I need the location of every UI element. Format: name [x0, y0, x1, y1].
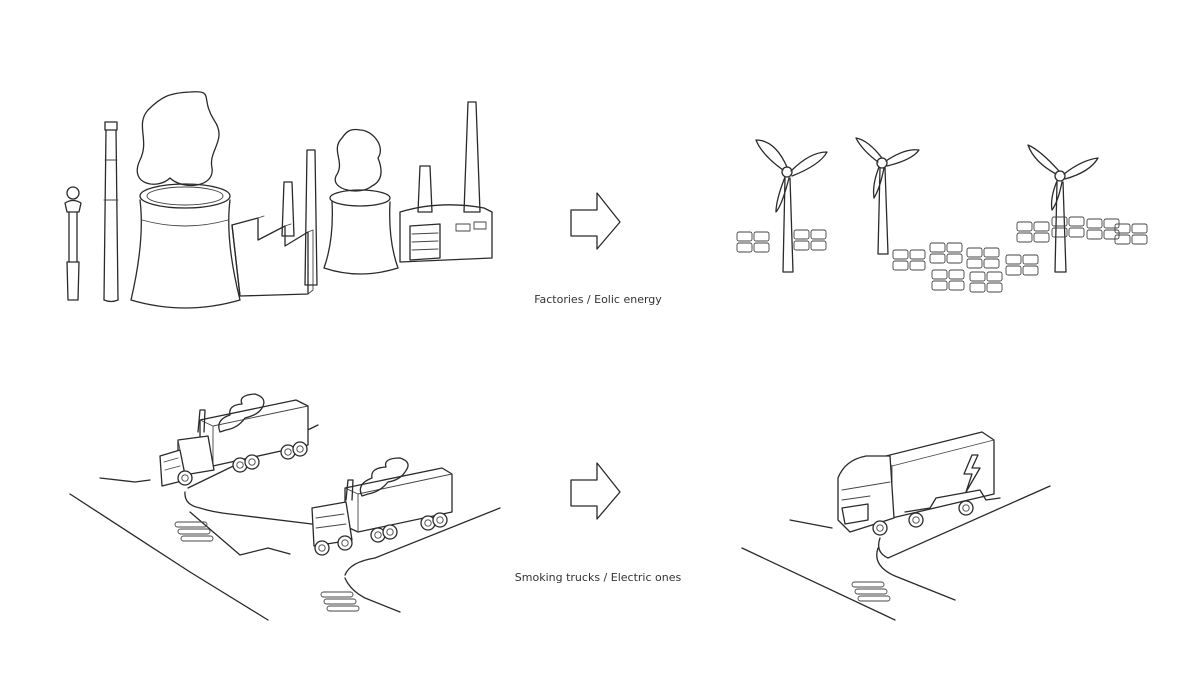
small-chimney: [65, 187, 81, 300]
tall-chimney: [104, 122, 118, 302]
smoking-truck-illustration: [160, 394, 452, 556]
factory-illustration: [65, 92, 492, 308]
road-right: [742, 486, 1050, 620]
arrow-right-icon: [571, 193, 620, 249]
cooling-tower: [131, 92, 240, 308]
arrow-right-icon-2: [571, 463, 620, 519]
hangar-building: [400, 205, 492, 262]
solar-panel-illustration: [736, 216, 1148, 293]
sawtooth-factory: [232, 216, 313, 296]
caption-factories-eolic: Factories / Eolic energy: [534, 293, 662, 306]
wind-turbine-illustration: [756, 138, 1098, 272]
lightning-bolt-icon: [964, 455, 980, 492]
electric-truck-illustration: [838, 432, 1000, 536]
cooling-tower-2: [324, 129, 398, 274]
caption-trucks-electric: Smoking trucks / Electric ones: [514, 571, 682, 584]
